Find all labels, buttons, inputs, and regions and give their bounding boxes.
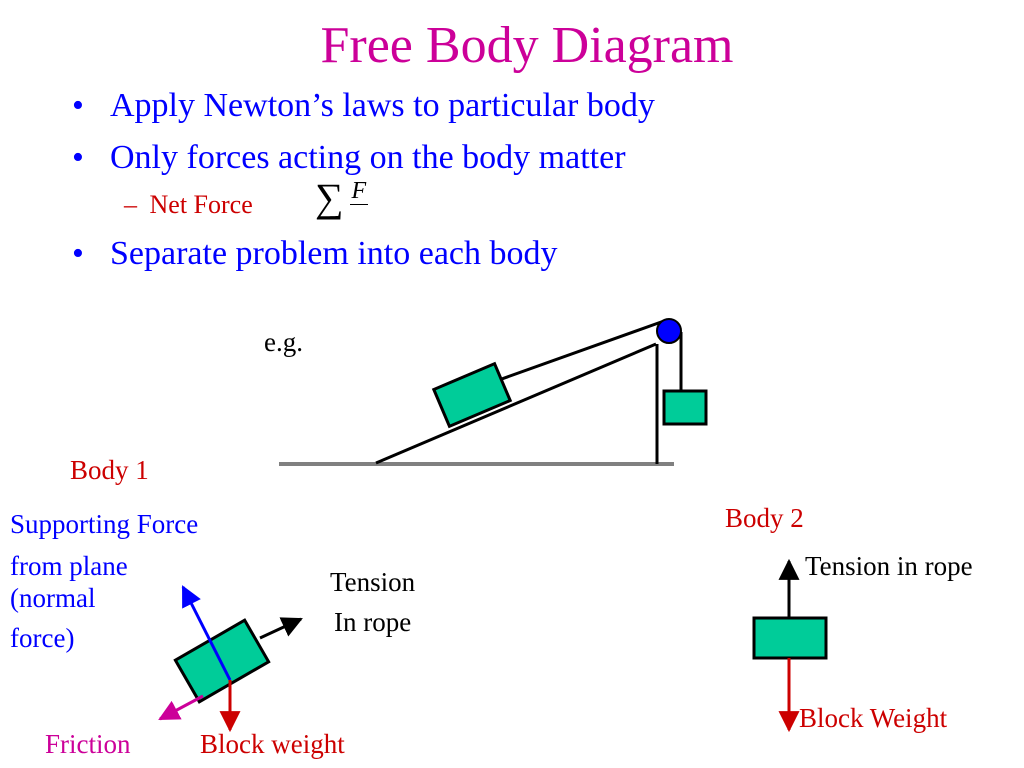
- body2-tension-label: Tension in rope: [805, 551, 973, 581]
- incline-plane: [375, 342, 657, 465]
- body1-label: Body 1: [70, 455, 149, 485]
- rope-along-incline: [495, 319, 665, 383]
- net-force-formula: ∑ F: [315, 175, 369, 220]
- pulley: [656, 318, 682, 344]
- force-vector-symbol: F: [349, 178, 369, 205]
- tension-arrow-body1: [259, 617, 303, 640]
- bullet-2-text: Only forces acting on the body matter: [110, 139, 626, 176]
- body2-weight-label: Block Weight: [799, 703, 948, 733]
- slide-title: Free Body Diagram: [320, 17, 734, 74]
- body2-block: [752, 616, 828, 660]
- block-weight-label: Block weight: [200, 729, 345, 759]
- friction-label: Friction: [45, 729, 131, 759]
- normal-force-arrow: [181, 585, 232, 681]
- sigma-symbol: ∑: [315, 175, 344, 220]
- support-force-line-4: force): [10, 623, 75, 653]
- sub-bullet-text: Net Force: [149, 190, 253, 219]
- support-force-line-3: (normal: [10, 583, 96, 613]
- bullet-1: • Apply Newton’s laws to particular body: [72, 86, 655, 126]
- body2-label: Body 2: [725, 503, 804, 533]
- bullet-1-text: Apply Newton’s laws to particular body: [110, 87, 655, 124]
- sub-bullet-dash: –: [124, 190, 137, 219]
- support-force-line-1: Supporting Force: [10, 509, 199, 539]
- support-force-line-2: from plane: [10, 551, 128, 581]
- hanging-block: [662, 389, 708, 426]
- friction-arrow: [158, 694, 204, 721]
- bullet-3-text: Separate problem into each body: [110, 235, 558, 272]
- bullet-3: • Separate problem into each body: [72, 234, 558, 274]
- bullet-dot: •: [72, 87, 84, 124]
- body1-block: [173, 618, 271, 704]
- incline-block: [431, 361, 513, 429]
- tension-label-line-1: Tension: [330, 567, 416, 597]
- bullet-dot: •: [72, 139, 84, 176]
- sub-bullet-net-force: – Net Force: [124, 190, 253, 220]
- tension-label-line-2: In rope: [334, 607, 412, 637]
- bullet-dot: •: [72, 235, 84, 272]
- eg-label: e.g.: [264, 327, 303, 357]
- bullet-2: • Only forces acting on the body matter: [72, 138, 626, 178]
